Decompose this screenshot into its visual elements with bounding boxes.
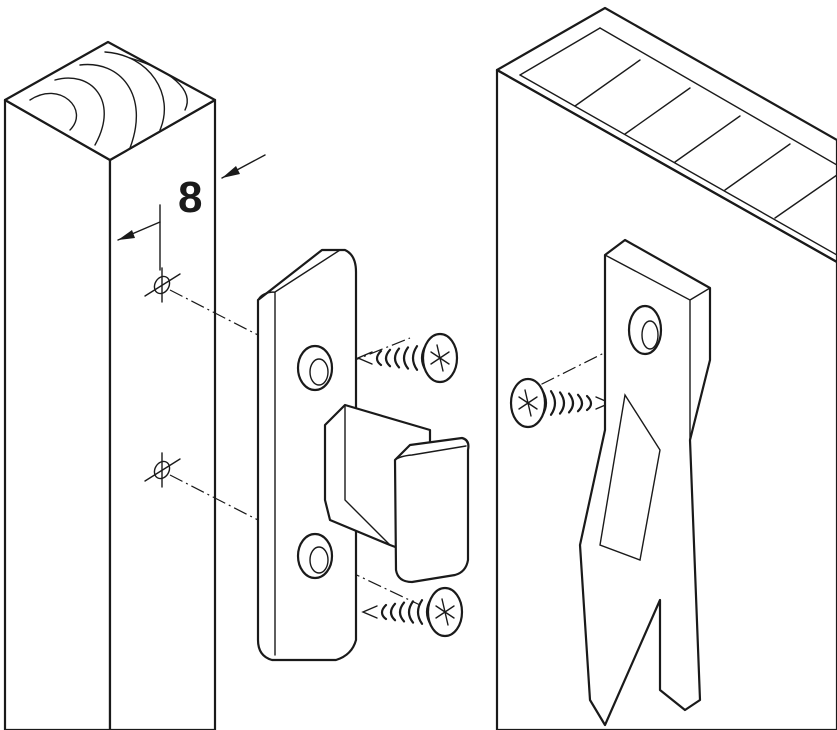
wood-screw-top	[356, 332, 459, 384]
cabinet-door	[495, 6, 837, 730]
screw-hole-top	[296, 344, 334, 392]
post-top-grain	[3, 40, 217, 162]
wood-grain-lines	[29, 51, 188, 149]
roller	[393, 436, 470, 584]
catch-plate	[256, 248, 358, 662]
pilot-hole-top	[144, 267, 181, 303]
alignment-lines	[169, 289, 651, 606]
wood-screw-bottom	[361, 586, 464, 638]
screw-hole-bottom	[296, 532, 334, 580]
dimension-marker	[117, 154, 266, 271]
pilot-hole-bottom	[144, 452, 181, 488]
dimension-label: 8	[178, 173, 203, 222]
wood-post	[3, 40, 217, 730]
door-face	[495, 68, 837, 730]
strike-screw-hole	[627, 304, 663, 356]
ball-latch	[323, 403, 470, 584]
strike-plate	[578, 238, 712, 727]
wood-screw-strike	[509, 377, 612, 429]
post-front-face	[3, 98, 112, 730]
